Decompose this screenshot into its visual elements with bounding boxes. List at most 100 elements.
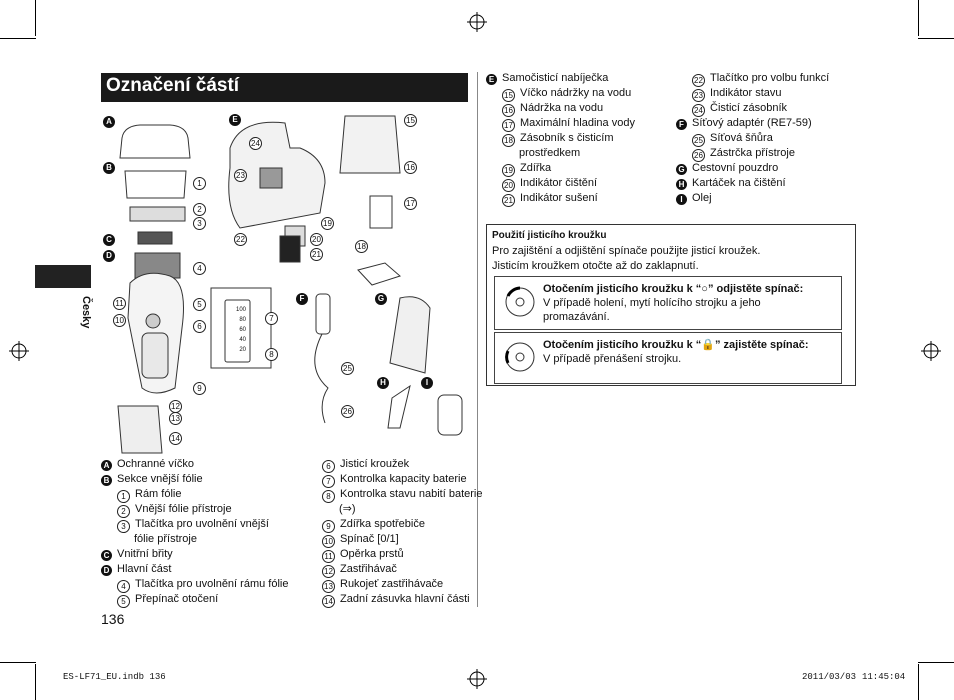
list-item: 14 Zadní zásuvka hlavní části [322,592,470,608]
list-item-text: Zdířka spotřebiče [340,518,425,530]
footer-time: 11:45:04 [862,672,906,682]
label-h: H [377,377,389,389]
item-number-badge: 15 [502,89,515,102]
list-item-text: Tlačítko pro volbu funkcí [710,72,830,84]
list-item: 24 Čisticí zásobník [692,101,787,117]
scale-100: 100 [235,307,246,313]
list-item-text: Vnější fólie přístroje [135,503,232,515]
list-item-text: Síťová šňůra [710,132,773,144]
section-letter-badge: D [101,565,112,576]
footer-file: ES-LF71_EU.indb 136 [63,672,166,682]
callout-19: 19 [321,217,334,230]
language-label: Česky [80,296,92,329]
list-item-text: (⇒) [339,503,356,515]
crop-mark [918,0,919,36]
list-item-text: Přepínač otočení [135,593,219,605]
callout-16: 16 [404,161,417,174]
item-number-badge: 6 [322,460,335,473]
scale-40: 40 [239,337,246,343]
parts-illustration [117,115,463,454]
list-item-text: Kartáček na čištění [692,177,786,189]
page-title: Označení částí [106,75,240,96]
unlock-text1: V případě holení, mytí holícího strojku … [543,297,761,309]
list-item-text: fólie přístroje [134,533,197,545]
scale-80: 80 [239,317,246,323]
crop-mark [918,662,954,663]
item-number-badge: 13 [322,580,335,593]
callout-24: 24 [249,137,262,150]
section-letter-badge: H [676,179,687,190]
list-item-text: Zdířka [520,162,552,174]
lock-line2: Jisticím kroužkem otočte až do zaklapnut… [492,260,699,272]
item-number-badge: 17 [502,119,515,132]
item-number-badge: 10 [322,535,335,548]
list-item: prostředkem [519,146,580,160]
list-item: 5 Přepínač otočení [117,592,218,608]
footer-date: 2011/03/03 [802,672,857,682]
lock-text: V případě přenášení strojku. [543,353,682,365]
charge-scale: 100 80 60 40 20 [234,305,246,355]
list-item-text: Síťový adaptér (RE7-59) [692,117,812,129]
list-item-text: Jisticí kroužek [340,458,410,470]
label-d: D [103,250,115,262]
item-number-badge: 8 [322,490,335,503]
list-item: fólie přístroje [134,532,197,546]
list-item-text: Maximální hladina vody [520,117,635,129]
item-number-badge: 16 [502,104,515,117]
list-item-text: Čisticí zásobník [710,102,788,114]
callout-10: 10 [113,314,126,327]
item-number-badge: 25 [692,134,705,147]
registration-mark [467,12,487,32]
list-item: 9 Zdířka spotřebiče [322,517,425,533]
item-number-badge: 5 [117,595,130,608]
registration-mark [467,669,487,689]
item-number-badge: 12 [322,565,335,578]
callout-15: 15 [404,114,417,127]
lock-line1: Pro zajištění a odjištění spínače použij… [492,245,761,257]
callout-6: 6 [193,320,206,333]
list-item-text: Spínač [0/1] [340,533,399,545]
item-number-badge: 20 [502,179,515,192]
section-letter-badge: A [101,460,112,471]
list-item: 17 Maximální hladina vody [502,116,635,132]
list-item-text: Rám fólie [135,488,182,500]
column-divider [477,72,478,607]
unlock-ring-icon [505,286,535,317]
item-number-badge: 24 [692,104,705,117]
list-item-text: Tlačítka pro uvolnění rámu fólie [135,578,289,590]
item-number-badge: 18 [502,134,515,147]
item-number-badge: 2 [117,505,130,518]
list-item-text: Kontrolka kapacity baterie [340,473,467,485]
list-item-text: Zadní zásuvka hlavní části [340,593,470,605]
list-item: C Vnitřní břity [101,547,173,561]
lock-heading: Použití jisticího kroužku [492,230,607,241]
list-item-text: Vnitřní břity [117,548,173,560]
callout-21: 21 [310,248,323,261]
item-number-badge: 21 [502,194,515,207]
item-number-badge: 1 [117,490,130,503]
section-letter-badge: G [676,164,687,175]
section-letter-badge: C [101,550,112,561]
callout-22: 22 [234,233,247,246]
callout-11: 11 [113,297,126,310]
lock-ring-icon [505,342,535,372]
list-item-text: Zastřihávač [340,563,397,575]
registration-mark [9,341,29,361]
item-number-badge: 14 [322,595,335,608]
list-item-text: Indikátor stavu [710,87,782,99]
list-item: 12 Zastřihávač [322,562,397,578]
list-item-text: Opěrka prstů [340,548,404,560]
item-number-badge: 9 [322,520,335,533]
